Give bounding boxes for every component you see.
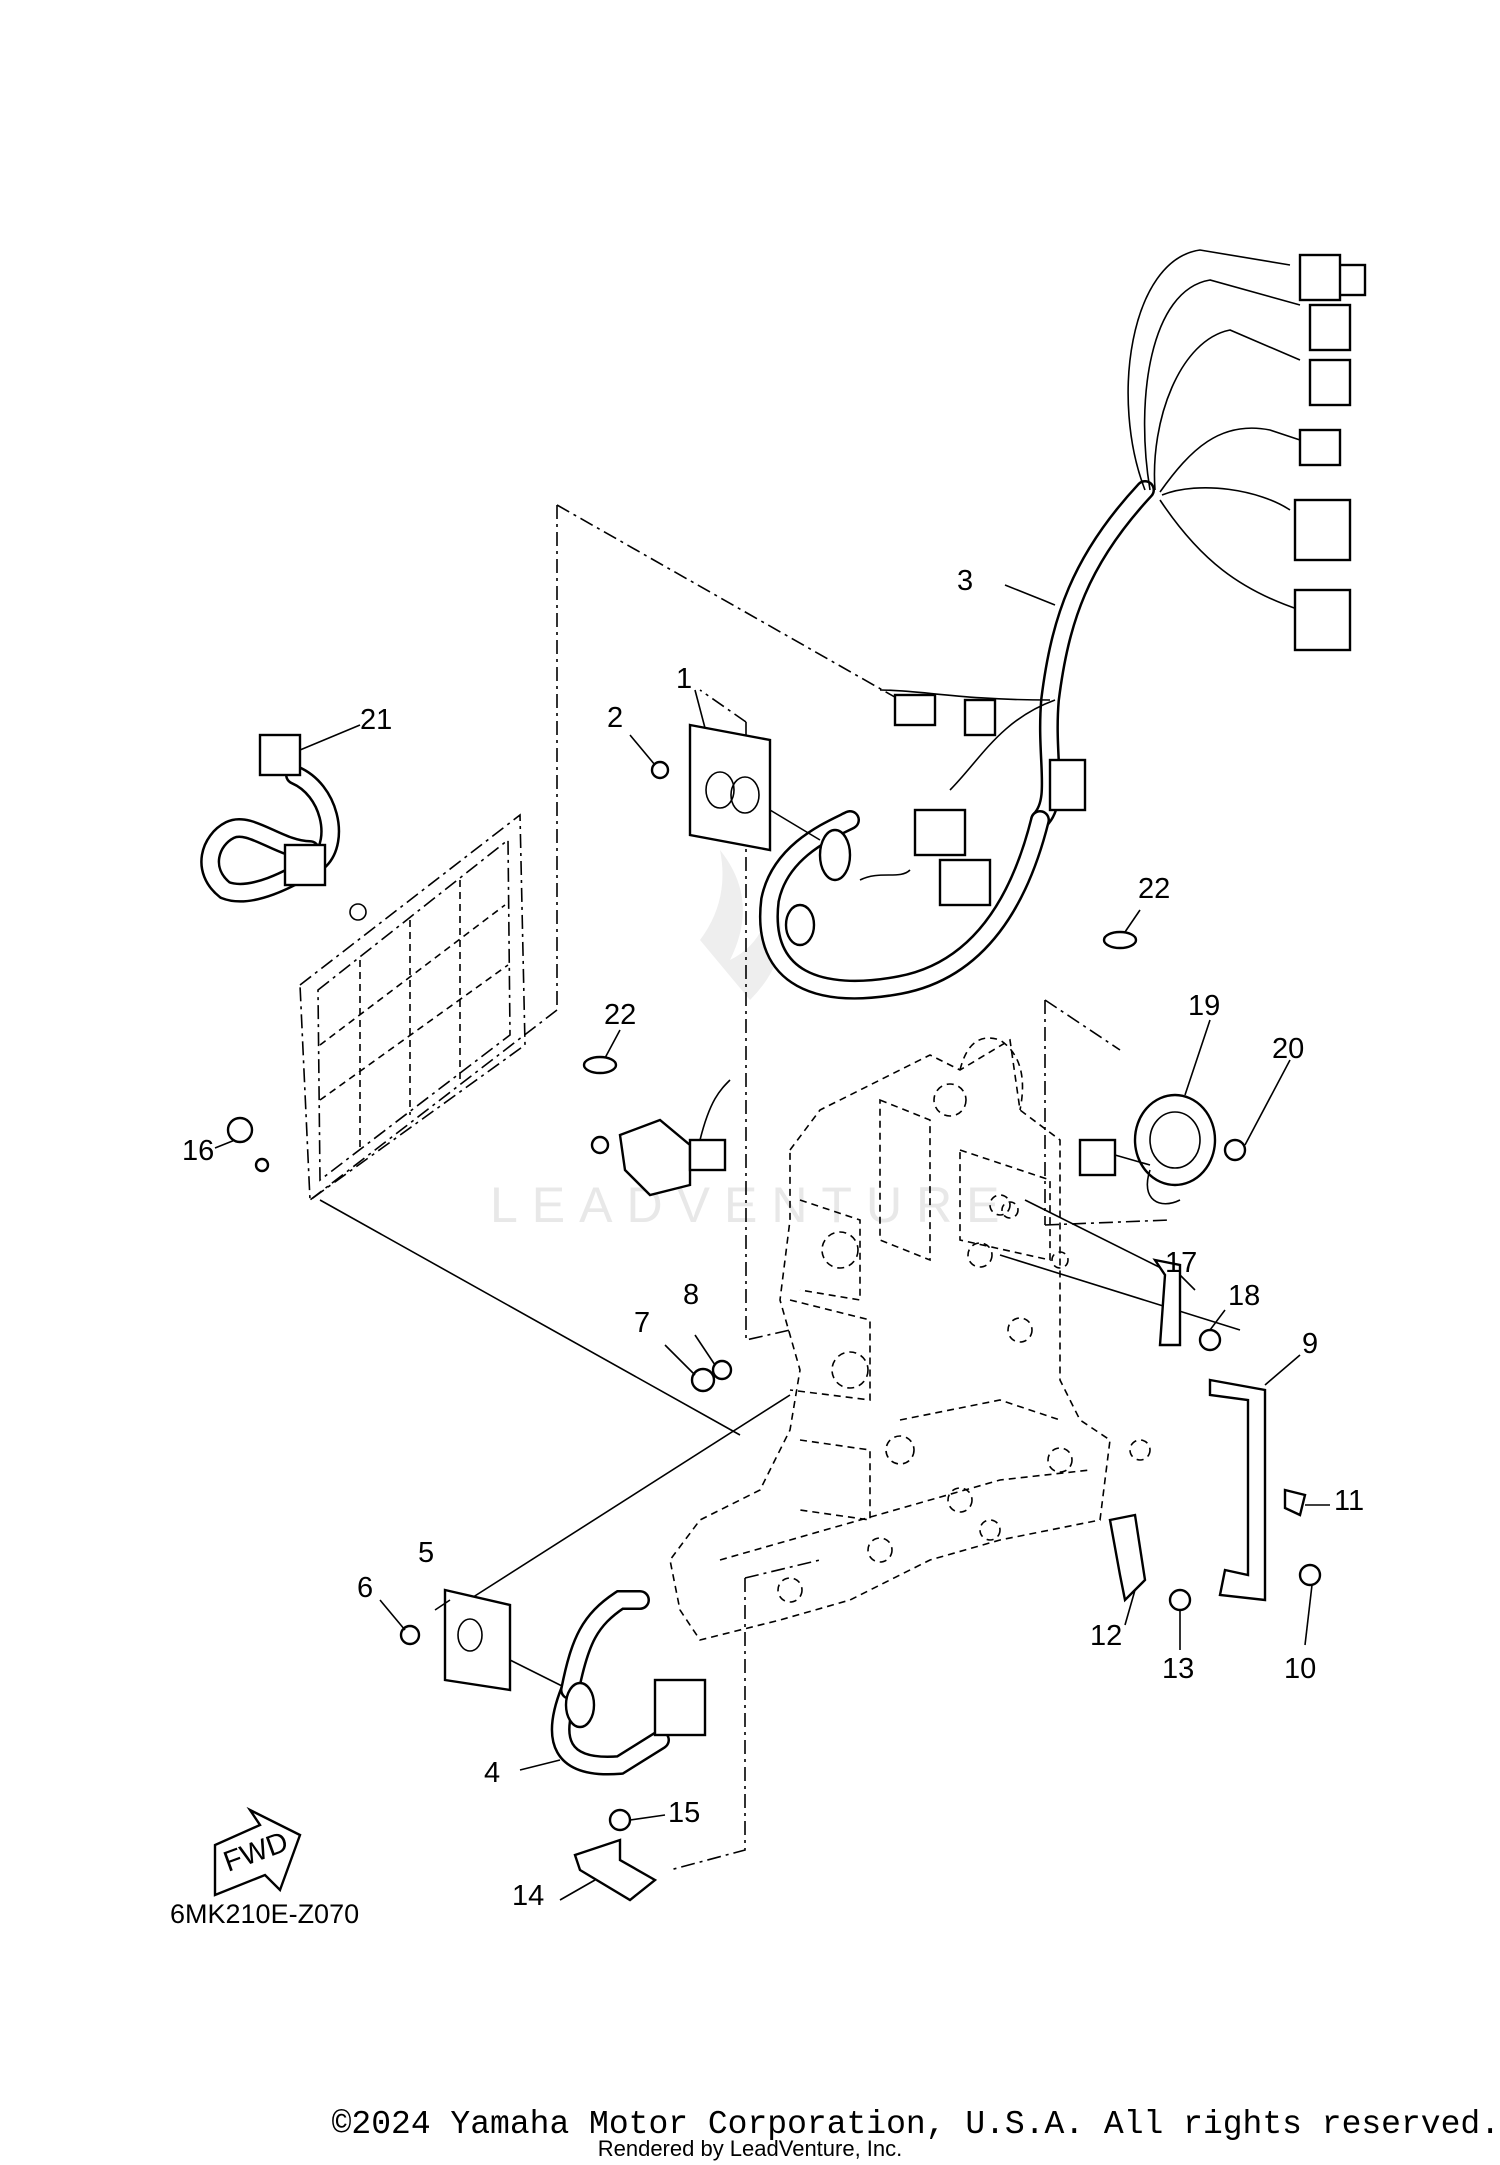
connector-icon — [938, 858, 992, 907]
callout-4: 4 — [484, 1757, 500, 1789]
connector-icon — [893, 693, 937, 727]
callout-17: 17 — [1165, 1247, 1197, 1279]
plug-icon — [690, 1367, 716, 1393]
bracket-17 — [1152, 1258, 1182, 1347]
connector-icon — [963, 698, 997, 737]
main-wire-harness — [758, 249, 1367, 1000]
bolt-icon — [254, 1157, 270, 1173]
callout-2: 2 — [607, 702, 623, 734]
connector-icon — [653, 1678, 707, 1737]
watermark: LEADVENTURE — [490, 850, 1014, 1233]
bracket-9 — [1208, 1378, 1267, 1602]
callout-15: 15 — [668, 1797, 700, 1829]
callout-6: 6 — [357, 1572, 373, 1604]
leader-lines — [214, 584, 1330, 1901]
fwd-arrow: FWD — [213, 1806, 302, 1897]
sensor-center — [590, 1079, 731, 1197]
plate-1 — [650, 723, 821, 852]
clip-icon — [1283, 1488, 1307, 1517]
bolt-icon — [1223, 1138, 1247, 1162]
callout-7: 7 — [634, 1307, 650, 1339]
bolt-icon — [399, 1624, 421, 1646]
connector-icon — [913, 808, 967, 857]
callouts: 1 2 3 4 5 6 7 8 9 10 11 12 13 14 15 16 1… — [182, 565, 1364, 1912]
grommet-icon — [784, 903, 816, 947]
bracket-14 — [573, 1838, 658, 1902]
callout-16: 16 — [182, 1135, 214, 1167]
callout-5: 5 — [418, 1537, 434, 1569]
connector-icon — [1308, 358, 1352, 407]
connector-icon — [1078, 1138, 1117, 1177]
callout-3: 3 — [957, 565, 973, 597]
diagram-code: 6MK210E-Z070 — [170, 1899, 359, 1929]
sensor-lead — [550, 1590, 707, 1776]
connector-icon — [1293, 588, 1352, 652]
callout-8: 8 — [683, 1279, 699, 1311]
callout-10: 10 — [1284, 1653, 1316, 1685]
clip-icon — [582, 1055, 618, 1075]
bolt-icon — [1198, 1328, 1222, 1352]
connector-icon — [1298, 253, 1342, 302]
callout-22-upper: 22 — [1138, 873, 1170, 905]
cylinder-block — [669, 1037, 1151, 1641]
bracket-12 — [1108, 1513, 1147, 1603]
sensor-harness-21 — [200, 733, 341, 903]
clamp-icon — [226, 1116, 254, 1144]
bolt-icon — [1168, 1588, 1192, 1612]
connector-icon — [1308, 303, 1352, 352]
connector-icon — [1293, 498, 1352, 562]
callout-1: 1 — [676, 663, 692, 695]
callout-11: 11 — [1334, 1485, 1364, 1517]
callout-18: 18 — [1228, 1280, 1260, 1312]
connector-icon — [1048, 758, 1087, 812]
bolt-icon — [1298, 1563, 1322, 1587]
connector-icon — [283, 843, 327, 887]
connector-icon — [258, 733, 302, 777]
plate-5 — [399, 1588, 571, 1692]
callout-12: 12 — [1090, 1620, 1122, 1652]
sensor-19 — [1078, 1093, 1247, 1205]
o-ring-icon — [711, 1359, 733, 1381]
callout-9: 9 — [1302, 1328, 1318, 1360]
copyright-notice: ©2024 Yamaha Motor Corporation, U.S.A. A… — [331, 2106, 1500, 2143]
callout-22-lower: 22 — [604, 999, 636, 1031]
connector-icon — [1298, 428, 1342, 467]
callout-21: 21 — [360, 704, 392, 736]
rendered-by-notice: Rendered by LeadVenture, Inc. — [597, 2136, 903, 2161]
bolt-icon — [590, 1135, 610, 1155]
grommet-icon — [818, 828, 852, 882]
callout-20: 20 — [1272, 1033, 1304, 1065]
clip-icon — [1102, 930, 1138, 950]
bolt-icon — [650, 760, 670, 780]
reference-lines — [309, 504, 1241, 1871]
cover-plate — [299, 813, 526, 1202]
callout-14: 14 — [512, 1880, 544, 1912]
bolt-icon — [608, 1808, 632, 1832]
watermark-text: LEADVENTURE — [490, 1177, 1014, 1233]
callout-19: 19 — [1188, 990, 1220, 1022]
callout-13: 13 — [1162, 1653, 1194, 1685]
